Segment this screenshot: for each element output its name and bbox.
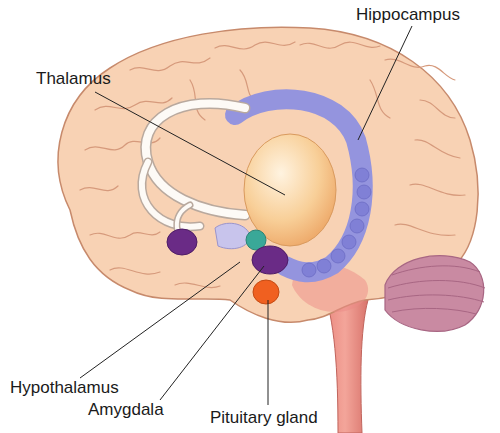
anatomy-label: Thalamus bbox=[36, 69, 111, 89]
anatomy-label: Hypothalamus bbox=[10, 378, 119, 398]
thalamus-shape bbox=[244, 134, 336, 246]
septal-nucleus bbox=[167, 229, 197, 255]
anatomy-label: Amygdala bbox=[88, 400, 164, 420]
hippocampus-shape bbox=[235, 99, 363, 272]
cerebellum-folds bbox=[388, 266, 485, 314]
leader-lines bbox=[80, 26, 412, 405]
brain-gyri bbox=[80, 42, 465, 288]
cerebellum bbox=[385, 256, 484, 332]
amygdala-shape bbox=[252, 246, 288, 274]
hypothalamus-shape bbox=[215, 223, 250, 248]
anatomy-label: Hippocampus bbox=[356, 5, 460, 25]
anatomy-label: Pituitary gland bbox=[210, 408, 318, 428]
pituitary-shape bbox=[253, 280, 279, 304]
